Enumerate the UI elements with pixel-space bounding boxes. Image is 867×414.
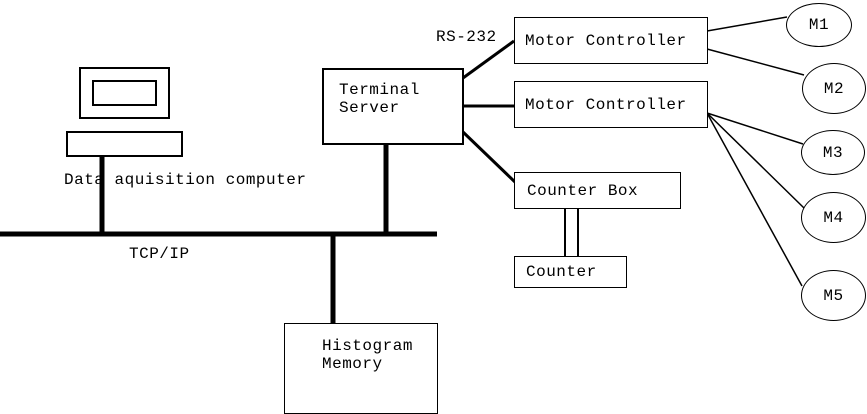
motor-m2-label: M2 [823, 79, 845, 98]
rs232-label: RS-232 [436, 28, 497, 46]
computer-keyboard-icon [66, 131, 183, 157]
mc1-to-m2-line [706, 48, 805, 76]
counter-box-label: Counter Box [527, 181, 639, 200]
motor-m5-label: M5 [823, 286, 844, 305]
tcpip-label: TCP/IP [129, 245, 190, 263]
ts-to-motor-controller-1-line [462, 39, 515, 80]
counter-node: Counter [514, 256, 627, 288]
motor-m1-node: M1 [786, 3, 852, 47]
motor-controller-2-label: Motor Controller [525, 95, 687, 114]
data-acquisition-computer-label: Data aquisition computer [64, 171, 307, 189]
motor-m2-node: M2 [802, 63, 866, 114]
terminal-server-label: Terminal Server [339, 81, 420, 117]
motor-m3-node: M3 [801, 130, 865, 175]
mc1-to-m1-line [706, 16, 788, 32]
motor-m4-label: M4 [823, 208, 844, 227]
mc2-to-m3-line [706, 112, 804, 145]
mc2-to-m5-line [706, 112, 803, 287]
histogram-memory-node: Histogram Memory [284, 323, 438, 414]
ts-to-counter-box-line [461, 130, 518, 185]
motor-controller-1-label: Motor Controller [525, 31, 687, 50]
motor-controller-2-node: Motor Controller [514, 81, 708, 128]
motor-m3-label: M3 [822, 143, 844, 162]
terminal-server-node: Terminal Server [322, 68, 464, 145]
motor-controller-1-node: Motor Controller [514, 17, 708, 64]
counter-box-node: Counter Box [514, 172, 681, 209]
histogram-memory-label: Histogram Memory [322, 337, 413, 373]
motor-m4-node: M4 [801, 192, 866, 243]
counter-label: Counter [526, 263, 597, 281]
mc2-to-m4-line [706, 112, 805, 209]
computer-screen-icon [92, 80, 157, 106]
motor-m1-label: M1 [808, 16, 830, 34]
motor-m5-node: M5 [801, 270, 866, 321]
